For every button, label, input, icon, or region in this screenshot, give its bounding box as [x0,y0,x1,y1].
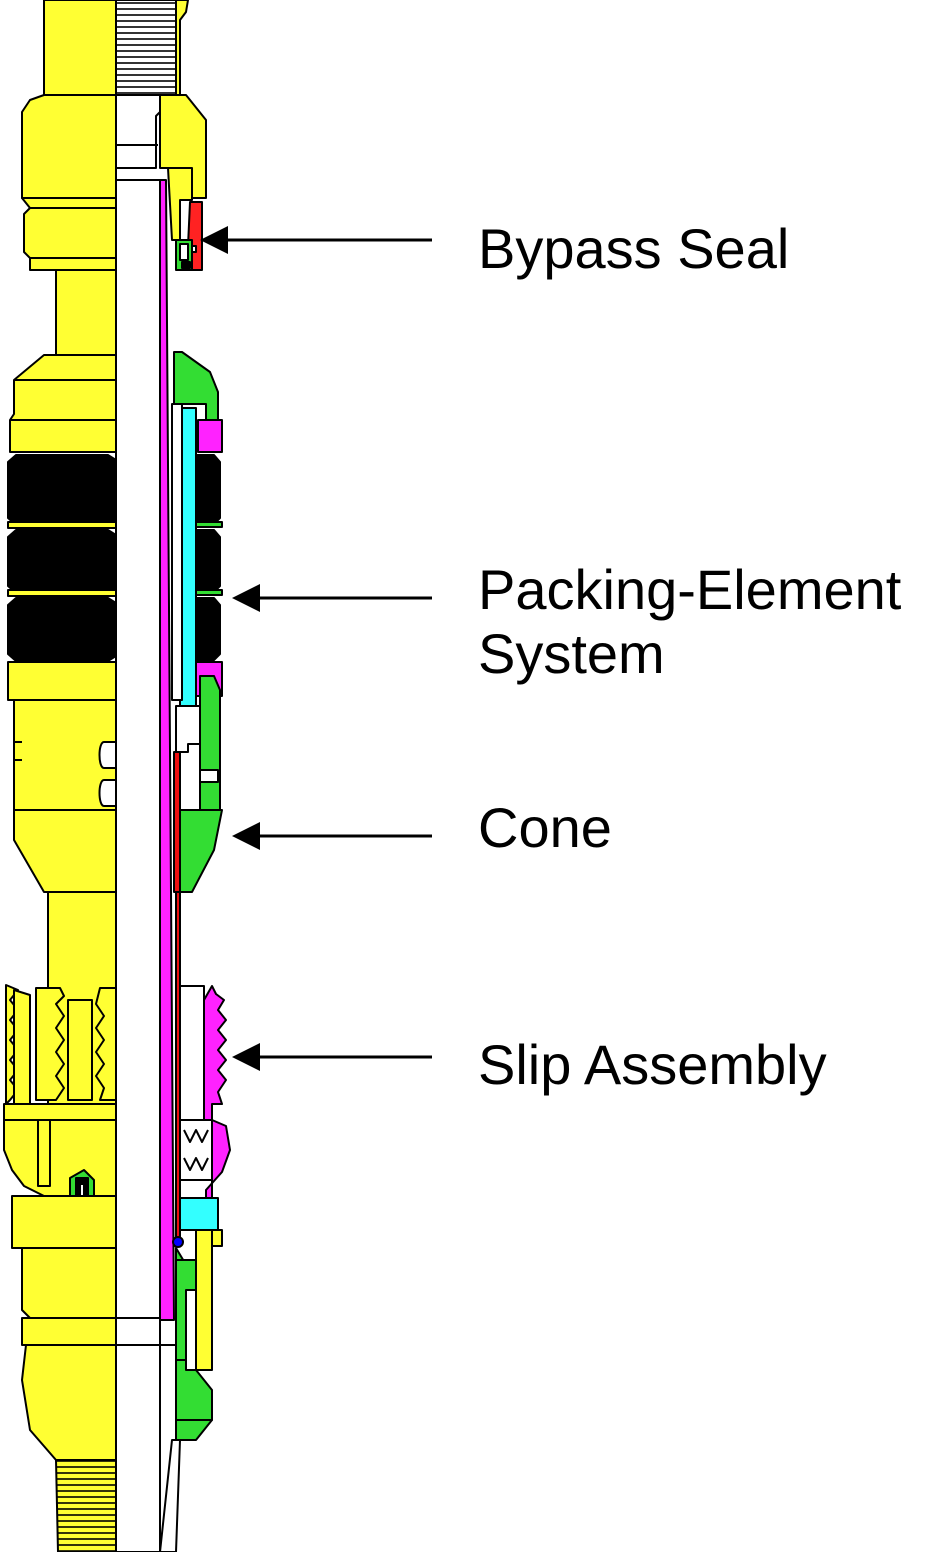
lower-green-retainer [199,675,221,811]
magenta-sleeve [159,179,175,1321]
element-lower-housing [7,661,221,811]
cone-label: Cone [478,796,612,860]
bypass-seal-part [175,201,203,271]
slips-right [179,985,227,1121]
blue-o-ring [172,1236,184,1248]
callout-arrows [200,226,432,1071]
magenta-slip [203,985,227,1121]
slip-assembly-label-line-1: Slip Assembly [478,1033,827,1096]
cone-arrow [232,822,432,850]
bypass-seal-label: Bypass Seal [478,217,789,281]
bottom-sub [11,1195,213,1552]
bypass-seal-label-line-1: Bypass Seal [478,217,790,280]
packing-elements-right [171,403,223,709]
cone-label-line-1: Cone [478,796,612,859]
packing-element-arrow [232,584,432,612]
packing-elements-left [7,454,117,662]
element-upper-housing [9,351,223,453]
green-cone [179,809,223,893]
slip-assembly-label: Slip Assembly [478,1033,827,1097]
slip-assembly-arrow [232,1043,432,1071]
bypass-seal-arrow [200,226,432,254]
bottom-threaded-pin [55,1459,117,1552]
top-threaded-neck [43,0,117,96]
packing-element-label-line-2: System [478,622,665,685]
packing-element-label-line-1: Packing-Element [478,558,902,621]
slip-spring-upper [183,1129,209,1143]
slip-spring-lower [183,1157,209,1171]
top-sub-shoulder [21,94,117,199]
slips-left [5,984,117,1105]
cone-part [13,751,223,893]
lower-retainer [172,1197,223,1248]
packing-element-system-label: Packing-Element System [478,558,901,686]
top-sub [21,0,207,356]
inner-mandrel [115,179,161,1552]
